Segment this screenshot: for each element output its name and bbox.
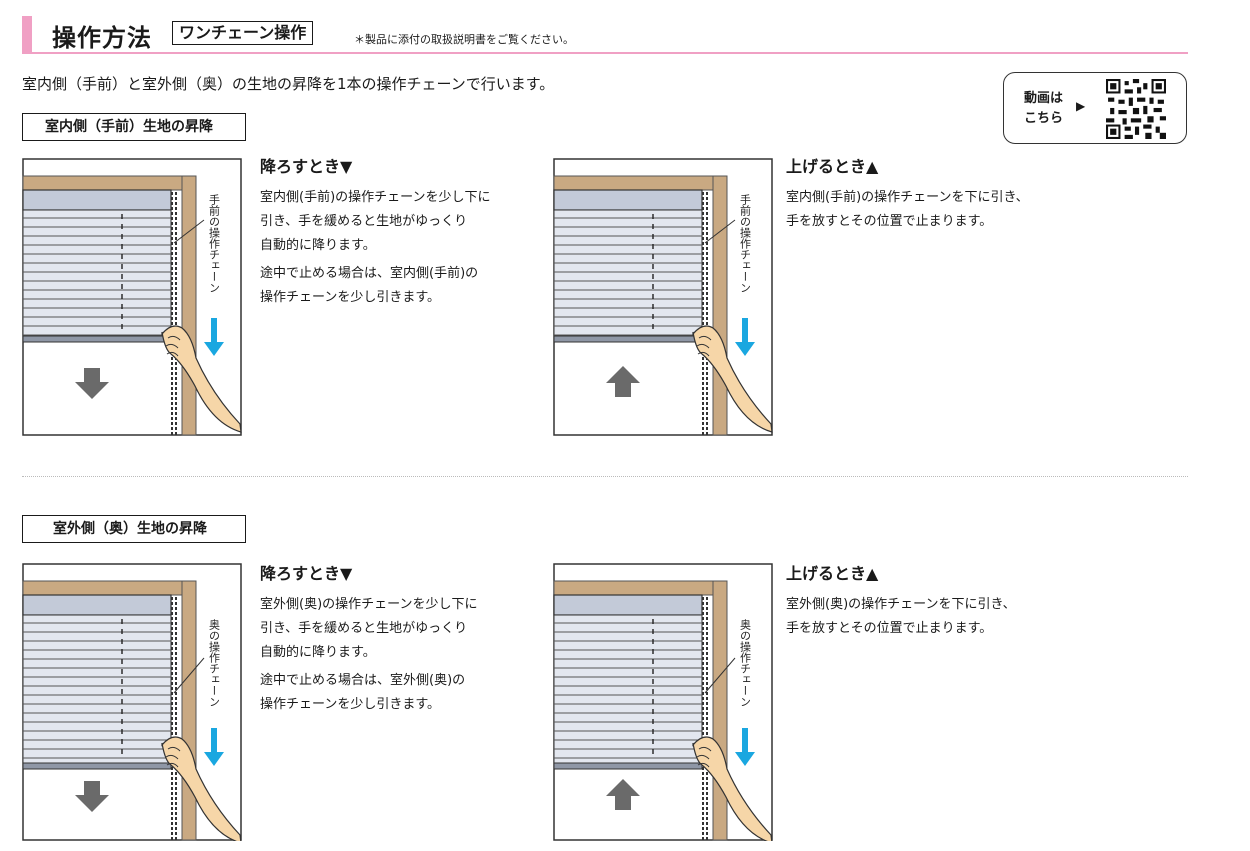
manual-note: ＊製品に添付の取扱説明書をご覧ください。	[354, 33, 574, 46]
instruction-body: 室内側(手前)の操作チェーンを下に引き、 手を放すとその位置で止まります。	[786, 190, 1029, 229]
video-label: 動画は こちら	[1024, 91, 1064, 126]
blind-fabric	[553, 209, 703, 337]
illustration-outer-down: 奥の操作チェーン	[22, 563, 242, 841]
instruction-inner-up: 上げるとき▲ 室内側(手前)の操作チェーンを下に引き、 手を放すとその位置で止ま…	[786, 156, 1066, 234]
hand-finger-lines	[696, 335, 712, 357]
blind-headrail	[553, 189, 703, 211]
play-arrow-icon: ▶	[1076, 99, 1086, 113]
illustration-inner-up: 手前の操作チェーン	[553, 158, 773, 436]
blind-fabric	[553, 614, 703, 764]
window-frame-top	[553, 175, 727, 191]
label-leader-line	[173, 219, 205, 244]
page-header: 操作方法 ワンチェーン操作 ＊製品に添付の取扱説明書をご覧ください。	[22, 14, 1188, 54]
hand-icon	[692, 325, 773, 433]
instruction-heading: 降ろすとき▼	[260, 564, 353, 583]
instruction-heading: 降ろすとき▼	[260, 157, 353, 176]
instruction-body: 室外側(奥)の操作チェーンを下に引き、 手を放すとその位置で止まります。	[786, 597, 1016, 636]
page-subtitle-box: ワンチェーン操作	[172, 21, 314, 45]
blind-bottom-rail	[22, 335, 172, 343]
grey-arrow-down-icon	[75, 368, 109, 399]
section-label-inner: 室内側（手前）生地の昇降	[22, 113, 246, 141]
blind-bottom-rail	[553, 335, 703, 343]
instruction-heading: 上げるとき▲	[786, 564, 879, 583]
blue-arrow-down-icon	[204, 318, 224, 356]
blind-bottom-rail	[553, 762, 703, 770]
chain-label-text: 奥の操作チェーン	[739, 618, 752, 707]
blue-arrow-down-icon	[204, 728, 224, 766]
header-rule	[22, 52, 1188, 54]
section-label-outer: 室外側（奥）生地の昇降	[22, 515, 246, 543]
instruction-body: 室内側(手前)の操作チェーンを少し下に 引き、手を緩めると生地がゆっくり 自動的…	[260, 190, 491, 253]
blind-headrail	[22, 189, 172, 211]
hand-icon	[692, 736, 773, 841]
blind-headrail	[553, 594, 703, 616]
blind-bottom-rail	[22, 762, 172, 770]
instruction-stop-note: 途中で止める場合は、室外側(奥)の 操作チェーンを少し引きます。	[260, 673, 466, 712]
window-frame-right	[712, 175, 728, 436]
hand-finger-lines	[696, 746, 712, 768]
page-title: 操作方法	[52, 24, 152, 52]
window-frame-top	[553, 580, 727, 596]
hand-icon	[161, 736, 242, 841]
label-leader-line	[173, 657, 205, 694]
header-accent-bar	[22, 16, 32, 52]
window-frame-top	[22, 175, 196, 191]
lead-text: 室内側（手前）と室外側（奥）の生地の昇降を1本の操作チェーンで行います。	[22, 75, 555, 93]
blind-headrail	[22, 594, 172, 616]
illustration-outer-up: 奥の操作チェーン	[553, 563, 773, 841]
window-frame-top	[22, 580, 196, 596]
chain-label-text: 奥の操作チェーン	[208, 618, 221, 707]
hand-finger-lines	[165, 335, 181, 357]
label-leader-line	[704, 657, 736, 694]
section-divider	[22, 476, 1188, 477]
grey-arrow-down-icon	[75, 781, 109, 812]
window-frame-right	[181, 175, 197, 436]
instruction-stop-note: 途中で止める場合は、室内側(手前)の 操作チェーンを少し引きます。	[260, 266, 479, 305]
grey-arrow-up-icon	[606, 779, 640, 810]
label-leader-line	[704, 219, 736, 244]
blue-arrow-down-icon	[735, 318, 755, 356]
chain-label-text: 手前の操作チェーン	[739, 193, 752, 293]
instruction-outer-up: 上げるとき▲ 室外側(奥)の操作チェーンを下に引き、 手を放すとその位置で止まり…	[786, 563, 1066, 641]
instruction-heading: 上げるとき▲	[786, 157, 879, 176]
qr-code-icon[interactable]	[1106, 79, 1166, 139]
instruction-inner-down: 降ろすとき▼ 室内側(手前)の操作チェーンを少し下に 引き、手を緩めると生地がゆ…	[260, 156, 540, 310]
instruction-outer-down: 降ろすとき▼ 室外側(奥)の操作チェーンを少し下に 引き、手を緩めると生地がゆっ…	[260, 563, 540, 717]
window-frame-right	[712, 580, 728, 841]
chain-label-text: 手前の操作チェーン	[208, 193, 221, 293]
grey-arrow-up-icon	[606, 366, 640, 397]
illustration-inner-down: 手前の操作チェーン	[22, 158, 242, 436]
blue-arrow-down-icon	[735, 728, 755, 766]
hand-icon	[161, 325, 242, 433]
video-link-box[interactable]: 動画は こちら ▶	[1003, 72, 1187, 144]
blind-fabric	[22, 614, 172, 764]
window-frame-right	[181, 580, 197, 841]
instruction-body: 室外側(奥)の操作チェーンを少し下に 引き、手を緩めると生地がゆっくり 自動的に…	[260, 597, 478, 660]
hand-finger-lines	[165, 746, 181, 768]
